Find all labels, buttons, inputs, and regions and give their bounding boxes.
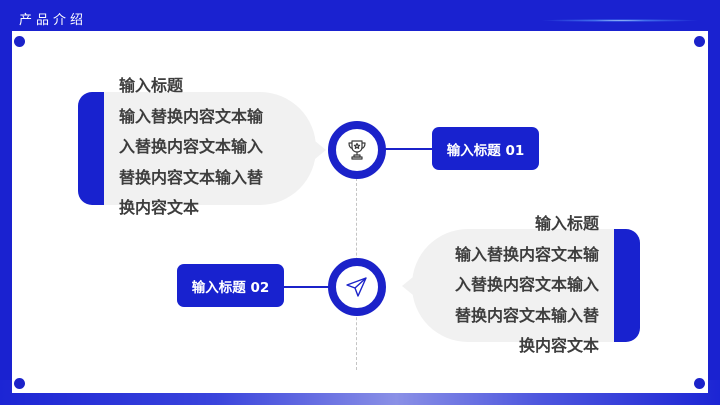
- item-1-line: 换内容文本: [119, 198, 200, 217]
- item-1-line: 替换内容文本输入替: [119, 167, 264, 187]
- item-2-bubble-pointer: [402, 277, 413, 295]
- item-1-speech-bubble: [104, 92, 316, 205]
- header-light-glow: [540, 19, 700, 22]
- item-2-connector-line: [284, 286, 330, 288]
- page-title: 产品介绍: [19, 13, 88, 28]
- corner-dot-bottom-left: [14, 378, 25, 389]
- trophy-icon: [348, 140, 366, 160]
- item-2-line: 替换内容文本输入替: [454, 305, 599, 325]
- item-2-line: 入替换内容文本输入: [454, 275, 599, 294]
- item-1-text: 输入标题 输入替换内容文本输 入替换内容文本输入 替换内容文本输入替 换内容文本: [119, 71, 263, 224]
- item-2-heading: 输入标题: [534, 214, 599, 233]
- corner-dot-top-right: [694, 36, 705, 47]
- item-1-line: 入替换内容文本输入: [119, 137, 264, 156]
- corner-dot-bottom-right: [694, 378, 705, 389]
- item-1-line: 输入替换内容文本输: [119, 106, 264, 126]
- item-2-speech-bubble: [412, 229, 614, 342]
- item-2-line: 换内容文本: [518, 336, 599, 355]
- item-2-icon-circle: [328, 258, 386, 316]
- item-1-heading: 输入标题: [119, 76, 184, 95]
- item-1-title-label: 输入标题 01: [432, 127, 539, 170]
- item-1-icon-circle: [328, 121, 386, 179]
- item-2-text: 输入标题 输入替换内容文本输 入替换内容文本输入 替换内容文本输入替 换内容文本: [455, 209, 599, 362]
- item-1-connector-line: [385, 148, 433, 150]
- item-1-bubble-pointer: [315, 141, 326, 159]
- paper-plane-icon: [346, 277, 367, 297]
- item-2-title-label: 输入标题 02: [177, 264, 284, 307]
- corner-dot-top-left: [14, 36, 25, 47]
- item-2-line: 输入替换内容文本输: [454, 244, 599, 264]
